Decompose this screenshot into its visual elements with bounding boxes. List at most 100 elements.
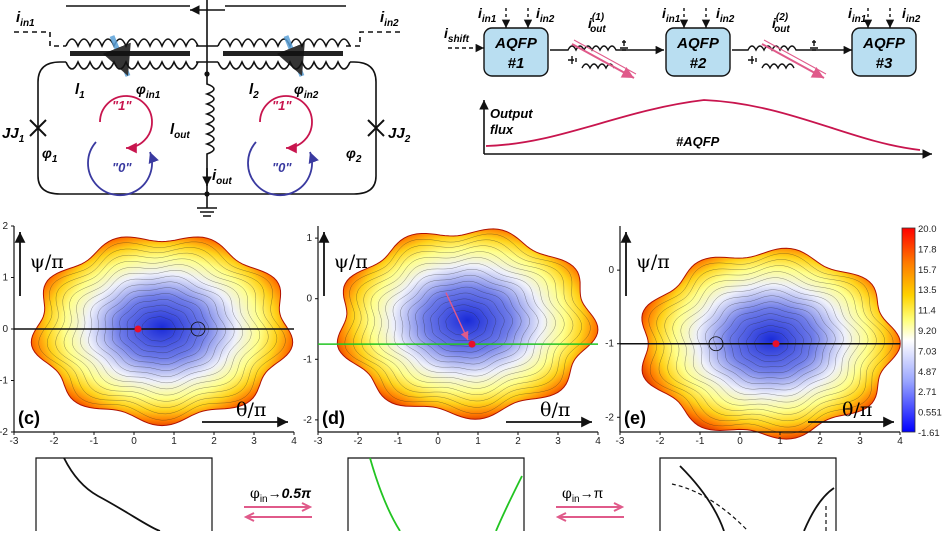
colorbar-tick: 13.5 xyxy=(918,285,937,296)
contour-line xyxy=(445,310,480,336)
x-tick-label: -1 xyxy=(394,436,403,447)
contour-line xyxy=(385,263,548,383)
colorbar-tick: 4.87 xyxy=(918,367,937,378)
chain-in1-label-1: iin1 xyxy=(478,5,497,25)
x-tick-label: 1 xyxy=(475,436,481,447)
i-in1-label: iin1 xyxy=(16,9,35,29)
output-label-line2: flux xyxy=(490,122,514,137)
state-one-loop-right xyxy=(259,95,313,154)
contour-line xyxy=(400,274,530,371)
phi2-label: φ2 xyxy=(346,145,362,165)
aqfp-block-number: #2 xyxy=(690,55,707,72)
phi1-label: φ1 xyxy=(42,145,58,165)
y-tick-label: -2 xyxy=(303,415,312,426)
x-tick-label: 0 xyxy=(737,436,743,447)
x-tick-label: -2 xyxy=(50,436,59,447)
colorbar-tick: 2.71 xyxy=(918,387,937,398)
transition-arrow-1-right xyxy=(244,502,313,512)
x-tick-label: -1 xyxy=(696,436,705,447)
contour-line xyxy=(353,239,582,408)
i-out2-label: i(2)out xyxy=(772,12,790,35)
input-wire-2 xyxy=(346,31,400,47)
ground-1-left xyxy=(568,56,577,64)
inductor-lout xyxy=(204,74,215,194)
bottom-panel-3-curve-dashed xyxy=(671,483,749,532)
colorbar-gradient xyxy=(901,227,916,433)
link-1-2 xyxy=(550,45,664,55)
core-2 xyxy=(223,51,343,56)
input-coil-1 xyxy=(65,38,199,49)
colorbar-tick: -1.61 xyxy=(918,428,940,439)
x-tick-label: 4 xyxy=(595,436,601,447)
flux-arrow-2 xyxy=(276,35,305,77)
panel-tag: (e) xyxy=(624,408,646,428)
x-tick-label: 2 xyxy=(817,436,823,447)
aqfp-block-title: AQFP xyxy=(862,35,906,52)
panel-tag: (c) xyxy=(18,408,40,428)
x-tick-label: 3 xyxy=(251,436,257,447)
aqfp-circuit xyxy=(14,0,400,217)
colorbar-tick: 20.0 xyxy=(918,224,937,235)
y-tick-label: -1 xyxy=(0,376,8,387)
state-one-label-left: "1" xyxy=(112,98,132,113)
chain-labels: ishift iin1 iin2 iin1 iin2 iin1 iin2 i(1… xyxy=(444,5,921,149)
contour-line xyxy=(344,233,591,414)
aqfp-block-title: AQFP xyxy=(494,35,538,52)
colorbar-tick: 9.20 xyxy=(918,326,937,337)
x-tick-label: -3 xyxy=(616,436,625,447)
chain-in2-label-3: iin2 xyxy=(902,5,921,25)
x-tick-label: 2 xyxy=(515,436,521,447)
output-label-line1: Output xyxy=(490,106,533,121)
state-one-label-right: "1" xyxy=(272,98,292,113)
inductor-l2 xyxy=(217,59,351,70)
y-tick-label: -2 xyxy=(605,412,614,423)
x-tick-label: -3 xyxy=(314,436,323,447)
bottom-panel-2-curve-left xyxy=(369,457,401,532)
x-tick-label: -2 xyxy=(354,436,363,447)
aqfp-block-number: #3 xyxy=(876,55,893,72)
y-tick-label: 0 xyxy=(306,294,312,305)
chain-in1-label-3: iin1 xyxy=(848,5,867,25)
bottom-panel-3-curve-right xyxy=(803,487,835,532)
minimum-shift-arrow xyxy=(445,292,469,341)
energy-minimum-marker xyxy=(468,340,476,348)
phi-in1-label: φin1 xyxy=(136,81,161,101)
colorbar-tick: 11.4 xyxy=(918,306,936,317)
x-tick-label: 1 xyxy=(171,436,177,447)
aqfp-block-3: AQFP #3 xyxy=(851,27,917,77)
transition-arrow-2-left xyxy=(555,512,624,522)
core-1 xyxy=(70,51,190,56)
flux-arrow-1 xyxy=(102,35,131,77)
phi-in2-label: φin2 xyxy=(294,81,319,101)
secondary-minimum xyxy=(708,336,724,352)
circuit-labels: iin1 iin2 l1 l2 φin1 φin2 JJ1 JJ2 φ1 φ2 … xyxy=(2,9,411,187)
y-tick-label: 2 xyxy=(2,221,8,232)
contour-line xyxy=(407,280,522,365)
colorbar-tick: 0.551 xyxy=(918,408,942,419)
y-tick-label: -1 xyxy=(605,339,614,350)
bottom-panel-3-curve-solid xyxy=(679,465,725,532)
jj1-label: JJ1 xyxy=(2,125,25,145)
contour-line xyxy=(369,251,565,395)
aqfp-block-1: AQFP#1 xyxy=(483,27,549,77)
contour-line xyxy=(361,245,574,402)
colorbar-tick: 15.7 xyxy=(918,265,937,276)
x-tick-label: 0 xyxy=(131,436,137,447)
link-2-3 xyxy=(732,45,852,55)
bottom-panels xyxy=(35,457,837,532)
energy-minimum-marker xyxy=(134,325,142,333)
transition-arrow-2-right xyxy=(556,502,625,512)
potential-surface xyxy=(30,236,294,427)
theta-axis-label: θ/π xyxy=(236,399,266,421)
theta-axis-label: θ/π xyxy=(842,399,872,421)
inductor-l1 xyxy=(65,59,199,70)
transition-label-1: φin→0.5π xyxy=(250,485,312,505)
ground-2-left xyxy=(748,56,757,64)
jj2-label: JJ2 xyxy=(388,125,411,145)
panel-tag: (d) xyxy=(322,408,345,428)
l-out-label: lout xyxy=(170,121,190,141)
ground-2-right xyxy=(810,40,818,51)
colorbar-tick: 17.8 xyxy=(918,244,937,255)
